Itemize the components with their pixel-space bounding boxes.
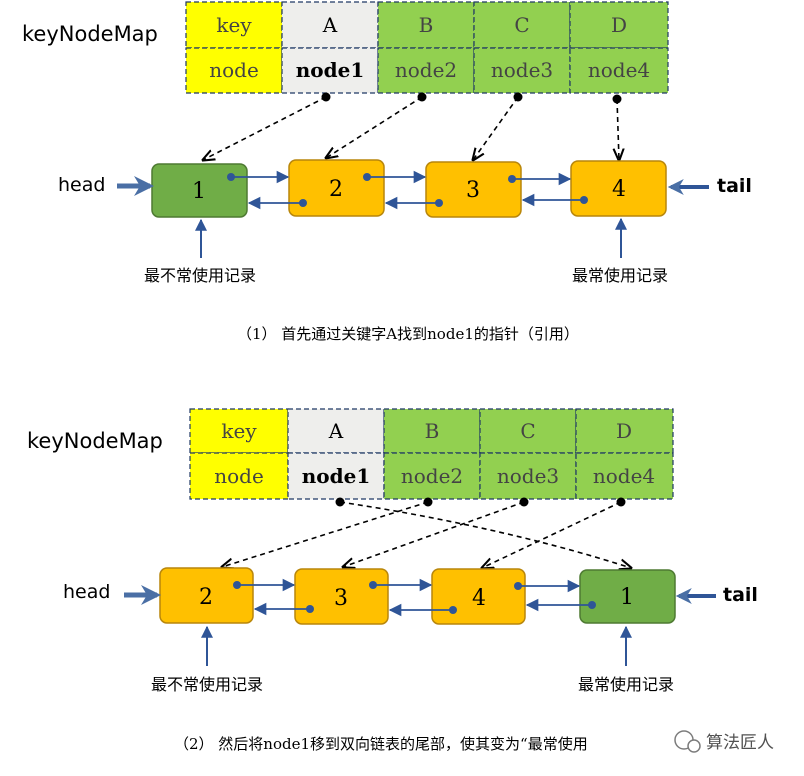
list-node-label: 1 [192,179,206,204]
panel-2: keyNodeMap key node A B C D node1 node2 … [27,408,774,753]
keynodemap-table: key node A B C D node1 node2 node3 node4 [185,1,669,94]
caption-1: （1） 首先通过关键字A找到node1的指针（引用） [237,325,579,343]
table-cell-node-c [479,452,577,500]
list-links [227,170,588,210]
table-header-key: key [216,13,252,37]
pointer-arrow-a [203,96,327,160]
table-key-d: D [611,13,627,37]
list-node-label: 2 [329,177,343,202]
pointer-arrow-c [343,501,525,567]
pointer-arrow-d [482,501,622,568]
table-cell-key-a [281,1,379,49]
head-label: head [63,581,110,603]
wechat-icon-small [687,739,701,753]
table-key-c: C [520,419,535,443]
table-cell-key-c [479,408,577,454]
table-node-c: node3 [497,464,559,488]
keynodemap-table: key node A B C D node1 node2 node3 node4 [189,408,674,500]
panel-1: keyNodeMap key node A B C D node1 node2 … [22,1,752,343]
watermark: 算法匠人 [674,730,774,753]
keynodemap-label: keyNodeMap [27,429,163,453]
table-node-c: node3 [491,58,553,82]
table-node-d: node4 [588,58,650,82]
tail-label: tail [723,584,758,606]
table-cell-key-d [575,408,674,454]
table-header-node: node [214,464,264,488]
mru-label: 最常使用记录 [572,266,668,285]
table-cell-node-a [287,452,385,500]
keynodemap-label: keyNodeMap [22,22,158,46]
list-node-label: 2 [199,585,213,610]
table-cell-key-b [377,1,475,49]
table-node-a: node1 [296,58,365,82]
table-key-b: B [419,13,434,37]
table-cell-key-a [287,408,385,454]
table-cell-node-c [473,47,571,94]
pointer-arrow-b [222,501,429,567]
table-cell-node-a [281,47,379,94]
pointer-arrow-d [617,98,619,160]
pointer-arrow-b [326,96,423,158]
head-label: head [58,174,105,196]
list-links [233,578,596,617]
list-node-label: 3 [466,178,480,203]
table-node-a: node1 [302,464,371,488]
table-cell-node-b [377,47,475,94]
linked-list: 1 2 3 4 [151,159,667,218]
table-key-b: B [425,419,440,443]
linked-list: 2 3 4 1 [159,567,676,625]
table-key-a: A [328,419,344,443]
table-key-c: C [514,13,529,37]
table-node-d: node4 [593,464,655,488]
pointer-arrows [222,497,631,569]
pointer-arrow-c [473,96,519,160]
list-node [579,569,676,624]
lru-label: 最不常使用记录 [151,675,263,694]
table-header-node: node [209,58,259,82]
table-cell-node-d [575,452,674,500]
table-node-b: node2 [395,58,457,82]
list-node-label: 3 [334,586,348,611]
table-cell-node-b [383,452,481,500]
list-node [294,568,389,625]
list-node [570,160,667,217]
table-node-b: node2 [401,464,463,488]
list-node [288,159,385,217]
tail-label: tail [717,175,752,197]
table-header-key: key [221,419,257,443]
pointer-arrow-a [339,501,631,568]
table-cell-key-b [383,408,481,454]
table-key-d: D [616,419,632,443]
mru-label: 最常使用记录 [578,675,674,694]
table-key-a: A [322,13,338,37]
table-cell-node-d [569,47,669,94]
table-cell-key-d [569,1,669,49]
caption-2: （2） 然后将node1移到双向链表的尾部，使其变为“最常使用 [174,735,588,753]
table-cell-node-header [189,452,289,500]
table-cell-key-header [189,408,289,454]
watermark-text: 算法匠人 [706,733,774,753]
table-cell-key-c [473,1,571,49]
table-cell-key-header [185,1,283,49]
pointer-arrows [203,92,622,161]
list-node-label: 1 [620,585,634,610]
lru-label: 最不常使用记录 [144,266,256,285]
list-node-label: 4 [612,177,626,202]
table-cell-node-header [185,47,283,94]
list-node [425,161,522,218]
list-node-label: 4 [472,586,486,611]
